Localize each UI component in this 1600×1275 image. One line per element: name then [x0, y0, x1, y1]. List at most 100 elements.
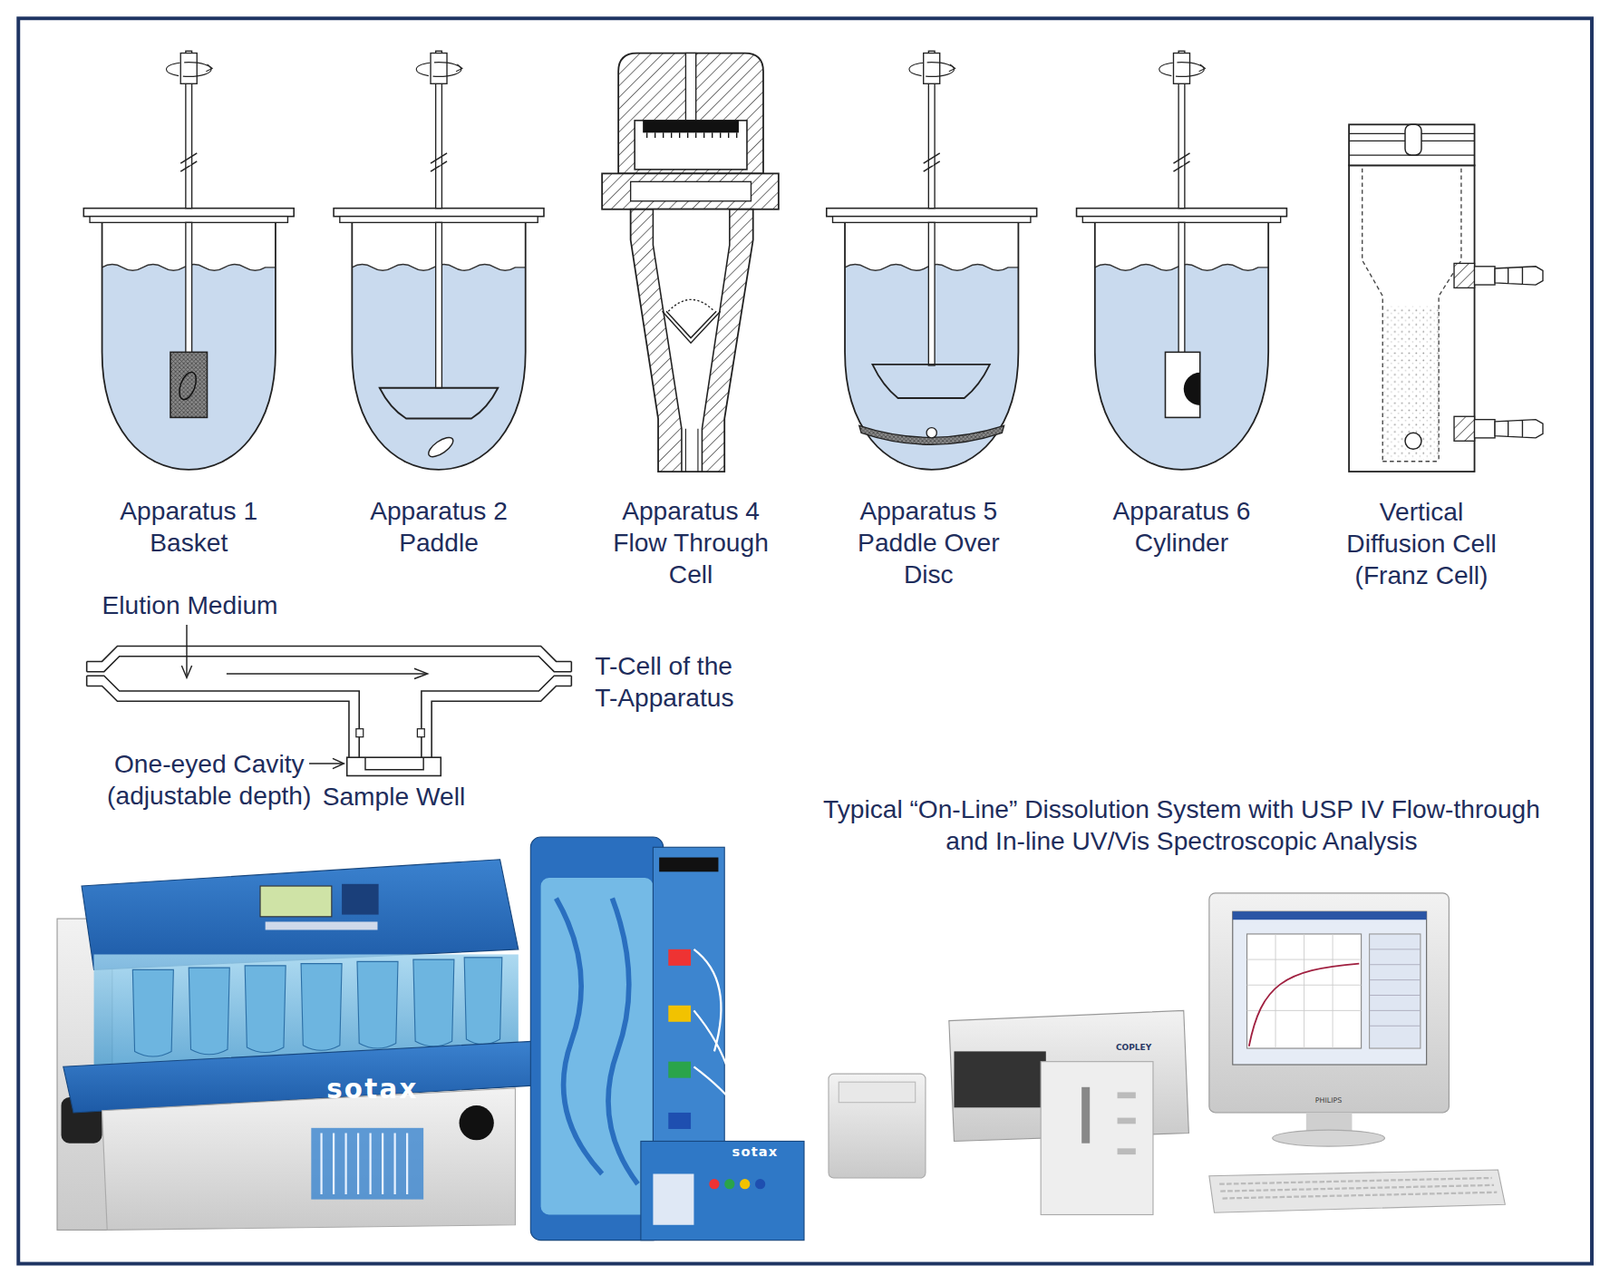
apparatus-caption: Vertical Diffusion Cell (Franz Cell) [1332, 495, 1512, 592]
vessel [1076, 50, 1288, 470]
apparatus-caption: Apparatus 4 Flow Through Cell [601, 494, 781, 590]
flow-label: Elution Medium [102, 588, 348, 621]
bath-vessel [413, 959, 455, 1047]
arrowhead [414, 668, 428, 679]
cell-head [618, 53, 764, 175]
keys [1219, 1177, 1497, 1199]
bath-vessel [244, 965, 286, 1053]
receptor-medium [1383, 306, 1439, 460]
paddle-blade [872, 364, 990, 398]
flow-cells [555, 898, 638, 1184]
photo-caption: Typical “On-Line” Dissolution System wit… [804, 792, 1560, 856]
plug [739, 1178, 750, 1189]
inlet-line [685, 428, 687, 472]
sample-outline [668, 299, 715, 311]
spectro-module [1040, 1061, 1154, 1215]
port-thread [1454, 262, 1475, 288]
button [1117, 1117, 1136, 1125]
apparatus-caption: Apparatus 5 Paddle Over Disc [839, 494, 1019, 590]
flange-seat [630, 181, 752, 201]
connector [668, 949, 691, 966]
tube-wall [431, 685, 572, 757]
plug [755, 1178, 766, 1189]
bath-vessel [464, 957, 503, 1045]
disc-center [926, 427, 937, 438]
sample-well [347, 756, 442, 776]
spectro-front [953, 1050, 1046, 1107]
pump [828, 1073, 926, 1178]
bath-base [102, 1087, 516, 1230]
tube-wall [87, 656, 573, 672]
bead-cone [662, 310, 721, 343]
sample-tubes [321, 1132, 408, 1194]
donor-port [1405, 124, 1422, 156]
vessel [333, 50, 544, 470]
keyboard [1209, 1169, 1505, 1213]
tower-window [541, 877, 654, 1214]
arrowhead [332, 757, 344, 768]
tube-wall [87, 646, 573, 662]
apparatus-caption: Apparatus 1 Basket [99, 494, 279, 558]
bath-head [81, 859, 519, 970]
hose-barb [1494, 419, 1543, 438]
shaft [928, 222, 935, 366]
control-box [640, 1140, 805, 1240]
tower-display [659, 857, 718, 873]
arrowhead [181, 665, 192, 679]
cell-body [1348, 164, 1474, 472]
seal [416, 728, 425, 737]
cell-body [630, 209, 754, 472]
part-label: Sample Well [322, 780, 486, 813]
inner-chamber [1362, 168, 1462, 462]
flow-arrow [226, 672, 427, 674]
cell-head-slot [685, 53, 696, 121]
patch-sample [1183, 372, 1201, 406]
port-thread [1454, 416, 1475, 441]
port-nut [1474, 266, 1496, 285]
bath-vessel [188, 967, 230, 1055]
cell-flange [601, 173, 779, 209]
hose-barb [1494, 266, 1543, 285]
brand-logo: sotax [708, 1144, 801, 1161]
tube-wall [421, 675, 572, 757]
monitor [1209, 892, 1450, 1113]
apparatus-caption: Apparatus 6 Cylinder [1092, 494, 1271, 558]
results-table [1369, 933, 1421, 1048]
cavity [365, 756, 424, 770]
paddle-blade [379, 387, 499, 419]
seal [356, 728, 364, 737]
brand-logo: sotax [306, 1073, 439, 1105]
cylinder [1164, 351, 1200, 417]
part-label: T-Cell of the T-Apparatus [594, 649, 758, 713]
monitor-stand [1272, 1129, 1386, 1146]
bath-display [260, 885, 332, 917]
donor-cap [1348, 124, 1474, 165]
plot-grid [1247, 933, 1362, 1048]
monitor-screen [1232, 911, 1427, 1065]
bath-buttons [265, 921, 379, 930]
filter-teeth [647, 132, 737, 138]
inlet-line [697, 428, 699, 472]
disc-mesh [859, 425, 1005, 445]
tube-end [87, 675, 573, 686]
tube-wall [87, 675, 360, 757]
plot-area [1247, 933, 1362, 1048]
filter-chamber [634, 120, 747, 170]
window-titlebar [1232, 911, 1427, 920]
filter [642, 120, 739, 134]
plug [708, 1178, 719, 1189]
basket [170, 351, 208, 417]
bath-vessel [357, 960, 398, 1048]
button [1117, 1091, 1136, 1098]
shaft [185, 222, 193, 353]
pump-head [838, 1081, 915, 1103]
button [1117, 1147, 1136, 1154]
dissolution-curve [1249, 963, 1360, 1047]
vessel [826, 50, 1038, 470]
flow-arrow [185, 624, 187, 676]
bath-vessel [300, 963, 342, 1051]
brand-logo: COPLEY [1097, 1042, 1170, 1053]
pointer-arrow [309, 762, 343, 764]
connector [668, 1005, 691, 1022]
